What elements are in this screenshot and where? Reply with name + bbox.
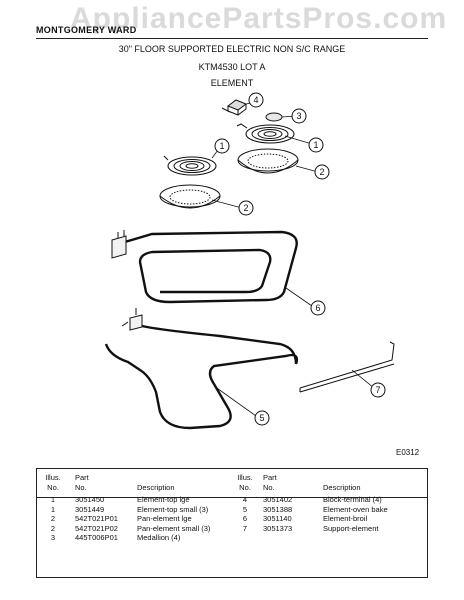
callout-2b: 2 [243, 203, 248, 213]
table-cell: 3051373 [263, 523, 293, 533]
table-cell: Pan-element small (3) [137, 523, 211, 533]
terminal-block [221, 99, 248, 116]
table-cell: Block-terminal (4) [323, 495, 382, 504]
table-cell: 3051402 [263, 495, 293, 504]
support-element [299, 341, 395, 393]
exploded-parts-diagram: 4 3 1 1 2 2 6 7 5 [104, 92, 395, 430]
header-part-right: Part No. [263, 473, 277, 492]
bake-bracket [121, 308, 143, 331]
element-top-small [163, 155, 217, 176]
table-cell: 2 [50, 514, 56, 523]
diagram-code: E0312 [396, 448, 420, 457]
leader-lines [211, 101, 375, 417]
callout-7: 7 [375, 385, 380, 395]
element-pan-right [237, 148, 299, 174]
header-part-left: Part No. [75, 473, 89, 492]
medallion [265, 112, 283, 122]
bake-element [104, 343, 299, 430]
table-cell: Pan-element lge [137, 514, 192, 523]
table-cell: 3051450 [75, 495, 105, 504]
table-cell: Support-element [323, 523, 379, 533]
element-pan-left [159, 184, 221, 209]
right-part-column: Part No. 3051402 3051388 3051140 3051373 [263, 473, 319, 533]
header-desc-right: Description [323, 482, 361, 492]
header-rule [36, 38, 428, 39]
brand-label: MONTGOMERY WARD [36, 25, 137, 35]
model-label: KTM4530 LOT A [198, 62, 266, 72]
element-top-large [236, 123, 295, 144]
table-cell: 3051449 [75, 504, 105, 514]
parts-table: Illus. No. 1 1 2 2 3 Part No. 3051450 30… [36, 468, 428, 578]
watermark: AppliancePartsPros.com [70, 2, 448, 35]
header-illus-right: Illus. No. [237, 473, 253, 492]
callout-2a: 2 [319, 167, 324, 177]
header-desc-left: Description [137, 482, 175, 492]
header-illus-left: Illus. No. [45, 473, 61, 492]
diagram-title: 30" FLOOR SUPPORTED ELECTRIC NON S/C RAN… [118, 44, 346, 54]
table-cell: 4 [242, 495, 248, 504]
callout-5: 5 [259, 413, 264, 423]
broil-element [117, 230, 298, 304]
callouts [214, 92, 386, 426]
left-part-column: Part No. 3051450 3051449 542T021P01 542T… [75, 473, 135, 543]
callout-6: 6 [315, 303, 320, 313]
table-cell: Element-oven bake [323, 504, 388, 514]
table-cell: 542T021P01 [75, 514, 118, 523]
table-cell: 6 [242, 514, 248, 523]
left-desc-column: Description Element-top lge Element-top … [137, 473, 233, 543]
right-illus-column: Illus. No. 4 5 6 7 [233, 473, 257, 533]
table-cell: 1 [50, 495, 56, 504]
table-cell: 445T006P01 [75, 533, 118, 542]
section-label: ELEMENT [210, 78, 254, 88]
left-illus-column: Illus. No. 1 1 2 2 3 [41, 473, 65, 543]
table-cell: 5 [242, 504, 248, 514]
table-cell: Element-broil [323, 514, 368, 523]
right-desc-column: Description Block-terminal (4) Element-o… [323, 473, 423, 533]
table-cell: Medallion (4) [137, 533, 181, 542]
bake-element-loop [141, 324, 298, 365]
table-cell: 2 [50, 523, 56, 533]
table-cell: Element-top small (3) [137, 504, 209, 514]
callout-3: 3 [296, 111, 301, 121]
table-cell: 542T021P02 [75, 523, 118, 533]
broil-bracket [111, 230, 127, 259]
callout-1a: 1 [313, 140, 318, 150]
table-cell: 1 [50, 504, 56, 514]
table-cell: 3051140 [263, 514, 292, 523]
table-cell: Element-top lge [137, 495, 190, 504]
table-cell: 7 [242, 523, 248, 533]
table-cell: 3051388 [263, 504, 293, 514]
table-cell: 3 [50, 533, 56, 542]
table-header-rule [37, 497, 427, 498]
callout-4: 4 [253, 95, 258, 105]
callout-1b: 1 [219, 141, 224, 151]
